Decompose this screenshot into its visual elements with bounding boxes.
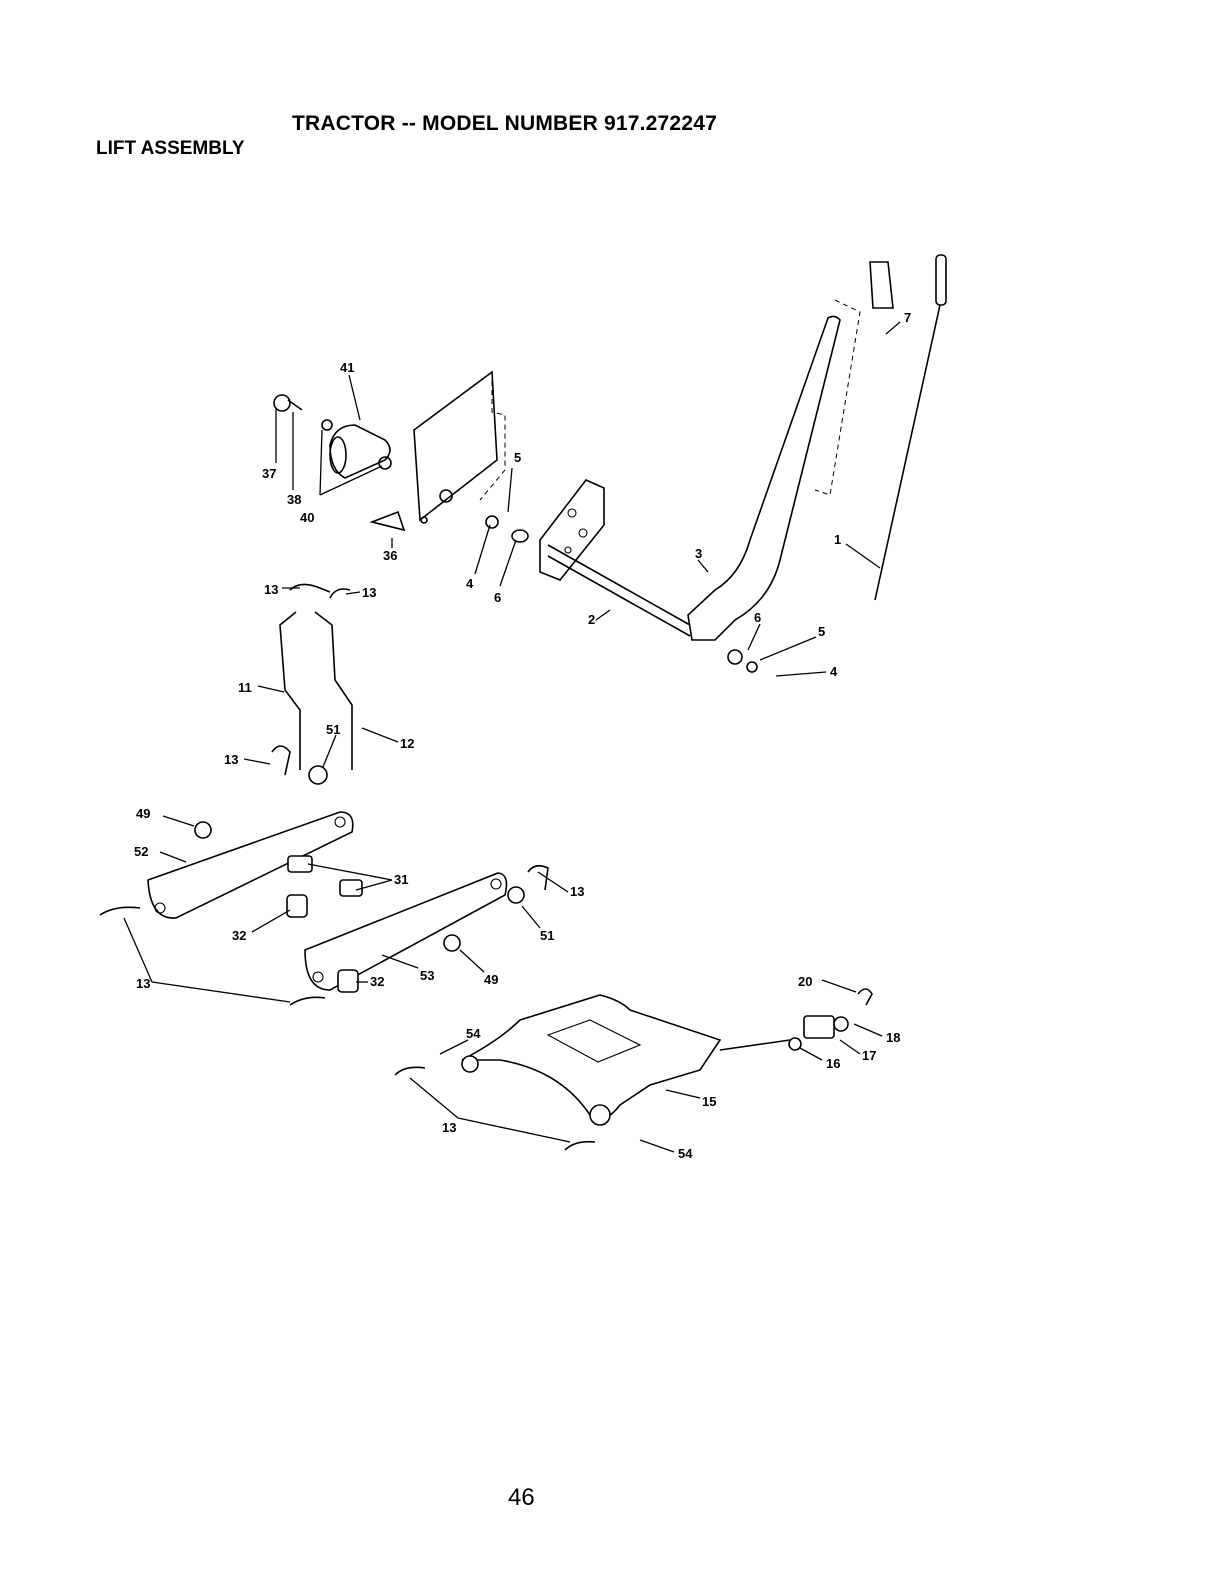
trunnions (287, 856, 362, 992)
mower-link (462, 995, 790, 1125)
callout-labels: 41 37 38 40 36 5 4 6 13 13 11 12 13 51 4… (134, 310, 911, 1161)
callout-13-a: 13 (264, 582, 278, 597)
callout-52: 52 (134, 844, 148, 859)
adjustment-knob (274, 395, 391, 478)
lift-link-right (315, 612, 352, 770)
callout-13-b: 13 (362, 585, 376, 600)
callout-6-lower: 6 (754, 610, 761, 625)
callout-49-lower: 49 (484, 972, 498, 987)
callout-37: 37 (262, 466, 276, 481)
callout-4-lower: 4 (830, 664, 838, 679)
handle-grip (870, 262, 893, 308)
callout-31: 31 (394, 872, 408, 887)
callout-5-upper: 5 (514, 450, 521, 465)
callout-32-upper: 32 (232, 928, 246, 943)
lift-bracket (540, 480, 604, 580)
callout-16: 16 (826, 1056, 840, 1071)
callout-36: 36 (383, 548, 397, 563)
washers (195, 766, 524, 951)
callout-51-lower: 51 (540, 928, 554, 943)
callout-54-lower: 54 (678, 1146, 693, 1161)
lift-handle (688, 300, 860, 672)
callout-54-upper: 54 (466, 1026, 481, 1041)
adjustment-block (789, 1016, 848, 1050)
callout-5-lower: 5 (818, 624, 825, 639)
callout-3: 3 (695, 546, 702, 561)
lift-arm-lower (305, 873, 506, 990)
callout-32-lower: 32 (370, 974, 384, 989)
callout-6-upper: 6 (494, 590, 501, 605)
callout-1: 1 (834, 532, 841, 547)
callout-13-e: 13 (136, 976, 150, 991)
page-number: 46 (508, 1484, 535, 1512)
callout-51-upper: 51 (326, 722, 340, 737)
callout-13-c: 13 (224, 752, 238, 767)
callout-49-upper: 49 (136, 806, 150, 821)
callout-17: 17 (862, 1048, 876, 1063)
lift-arm-upper (148, 812, 353, 918)
callout-53: 53 (420, 968, 434, 983)
callout-18: 18 (886, 1030, 900, 1045)
callout-41: 41 (340, 360, 354, 375)
spring-clip (372, 512, 404, 530)
callout-4-upper: 4 (466, 576, 474, 591)
callout-38: 38 (287, 492, 301, 507)
callout-11: 11 (238, 680, 252, 695)
callout-13-f: 13 (442, 1120, 456, 1135)
callout-12: 12 (400, 736, 414, 751)
callout-2: 2 (588, 612, 595, 627)
callout-13-d: 13 (570, 884, 584, 899)
callout-15: 15 (702, 1094, 716, 1109)
mounting-plate (414, 372, 505, 523)
callout-7: 7 (904, 310, 911, 325)
callout-40: 40 (300, 510, 314, 525)
callout-20: 20 (798, 974, 812, 989)
